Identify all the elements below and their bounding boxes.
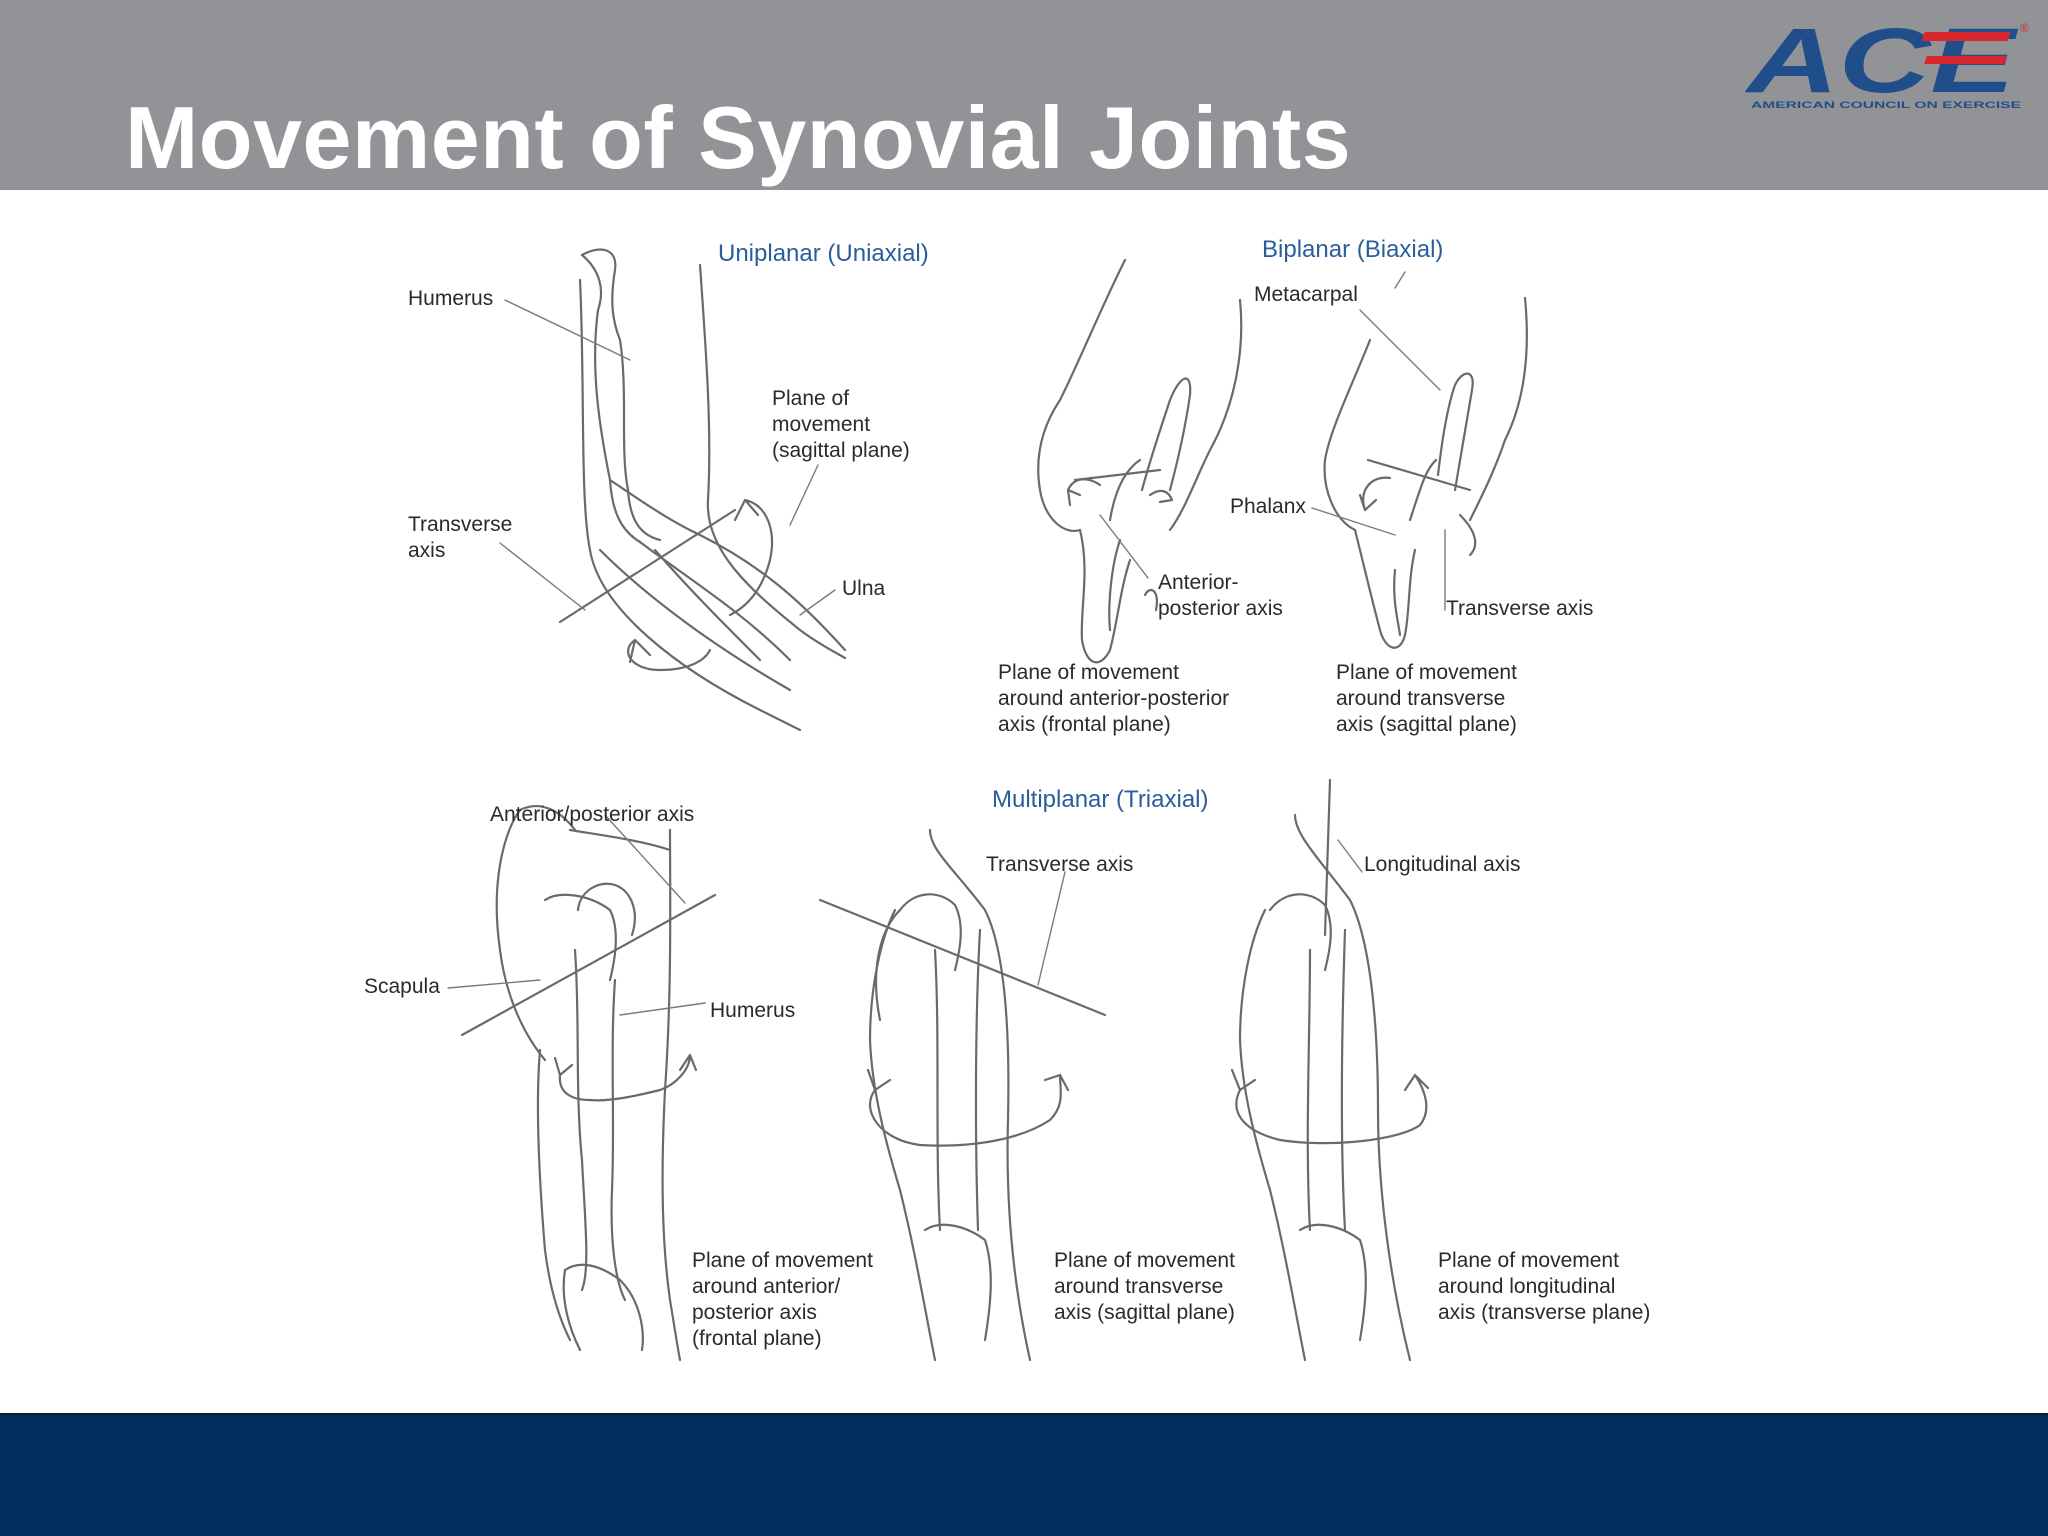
phalanx-label: Phalanx [1230,495,1306,518]
slide-header: Movement of Synovial Joints ACE ® AMERIC… [0,0,2048,190]
uniplanar-leader-lines [499,299,836,616]
shoulder-drawing-frontal [460,805,717,1362]
transverse-axis-label: Transverse axis [986,853,1134,876]
multiplanar-leader-lines-2 [1037,871,1066,986]
transverse-axis-label: Transverse axis [408,513,513,562]
transverse-plane-caption: Plane of movement around longitudinal ax… [1438,1249,1651,1324]
biplanar-arrow-left-icon [1148,489,1174,504]
humerus-label: Humerus [408,287,494,310]
biplanar-heading: Biplanar (Biaxial) [1262,236,1444,263]
shoulder-drawing-sagittal [818,828,1107,1362]
ulna-label: Ulna [842,577,886,600]
multiplanar-leader-lines-3 [1337,839,1363,873]
logo-registered-mark: ® [2020,21,2029,35]
slide-title: Movement of Synovial Joints [125,88,1352,187]
biplanar-leader-lines [1099,271,1446,611]
metacarpal-label: Metacarpal [1254,283,1358,306]
ace-logo: ACE ® AMERICAN COUNCIL ON EXERCISE [1745,12,2029,112]
synovial-joints-figure: Uniplanar (Uniaxial) Biplanar (Biaxial) … [0,190,2048,1413]
longitudinal-axis-label: Longitudinal axis [1364,853,1521,876]
transverse-axis-line [1366,458,1472,492]
hand-drawing-left [1037,258,1243,664]
transverse-axis-line [818,898,1107,1017]
logo-red-stripe [1921,32,2011,41]
slide-footer-bar [0,1413,2048,1536]
anterior-posterior-axis-line [1073,468,1162,482]
frontal-plane-caption: Plane of movement around anterior/ poste… [692,1249,873,1350]
transverse-axis-label: Transverse axis [1446,597,1594,620]
scapula-label: Scapula [364,975,440,998]
transverse-axis-line [558,508,737,624]
sagittal-plane-caption: Plane of movement around transverse axis… [1336,661,1517,736]
multiplanar-arrow-icon [1230,1068,1430,1145]
uniplanar-rotation-arrow-icon [728,498,774,617]
logo-tagline: AMERICAN COUNCIL ON EXERCISE [1751,100,2021,110]
humerus-label: Humerus [710,999,796,1022]
anterior-posterior-axis-line [460,893,717,1037]
uniplanar-rotation-arrow-icon [627,638,712,672]
biplanar-arrow-left-icon [1066,478,1102,507]
multiplanar-heading: Multiplanar (Triaxial) [992,786,1209,813]
sagittal-plane-caption: Plane of movement around transverse axis… [1054,1249,1235,1324]
multiplanar-arrow-icon [866,1068,1070,1147]
logo-red-stripe [1924,56,2007,64]
plane-of-movement-label: Plane of movement (sagittal plane) [772,387,910,462]
anatomy-drawings [447,248,1528,1362]
anterior-posterior-axis-label: Anterior/posterior axis [490,803,695,826]
multiplanar-arrow-icon [553,1053,698,1102]
shoulder-drawing-transverse [1230,778,1430,1362]
uniplanar-heading: Uniplanar (Uniaxial) [718,240,929,267]
frontal-plane-caption: Plane of movement around anterior-poster… [998,661,1230,736]
elbow-joint-drawing [558,248,847,732]
hand-drawing-right [1323,296,1528,649]
biplanar-arrow-right-icon [1358,476,1392,512]
anterior-posterior-axis-label: Anterior- posterior axis [1158,571,1283,620]
multiplanar-leader-lines-1 [447,814,706,1016]
longitudinal-axis-line [1323,778,1332,937]
